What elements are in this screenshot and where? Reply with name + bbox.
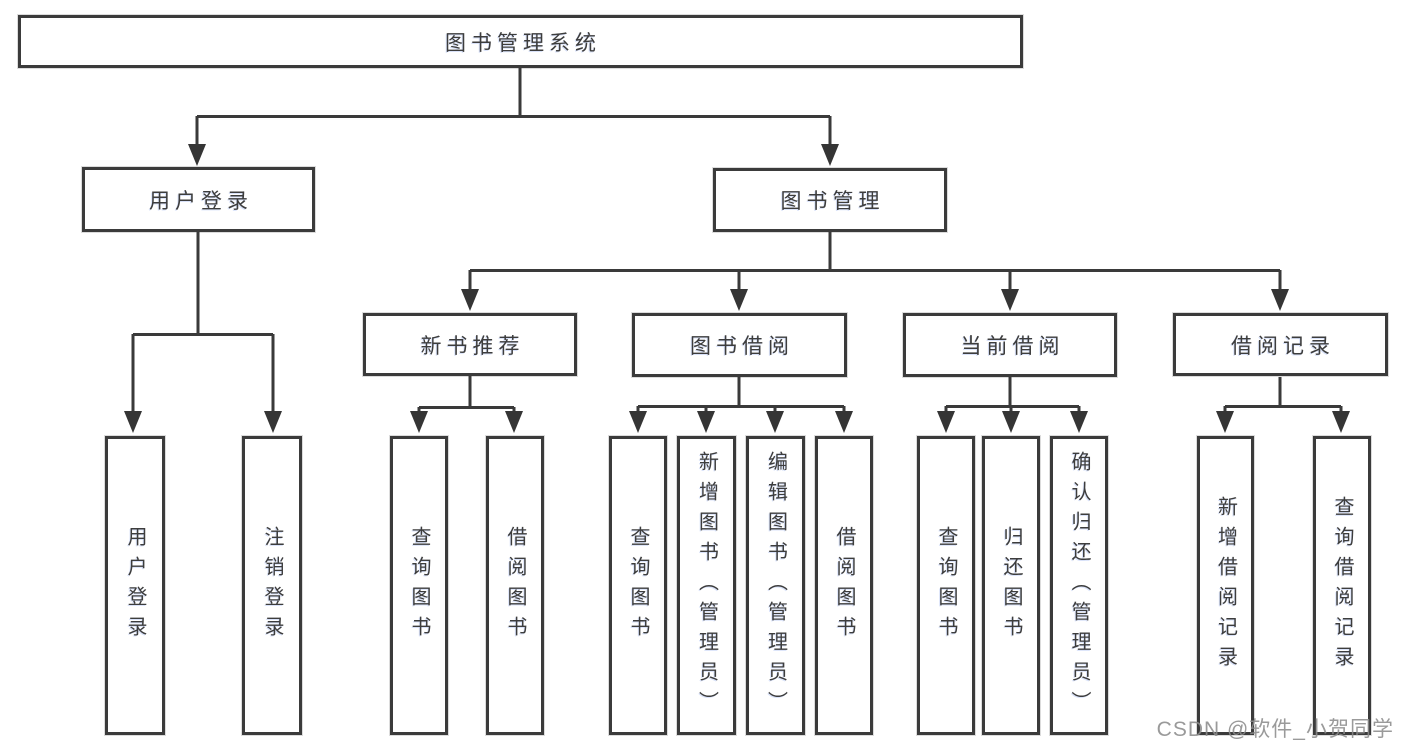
node-root: 图书管理系统 (18, 15, 1023, 68)
leaf-confirm-return-admin-label: 确认归还（管理员） (1068, 450, 1090, 721)
leaf-add-book-admin-label: 新增图书（管理员） (695, 450, 718, 721)
connector-borrow-records-children (1216, 377, 1350, 433)
arrowhead (1332, 411, 1350, 433)
leaf-borrow-books-2-label: 借阅图书 (833, 525, 855, 646)
leaf-edit-book-admin-label: 编辑图书（管理员） (764, 450, 787, 721)
connector-user-login-children (124, 232, 282, 433)
arrowhead (937, 411, 955, 433)
node-current-borrow-label: 当前借阅 (960, 335, 1065, 358)
node-new-book-rec-label: 新书推荐 (420, 334, 525, 358)
arrowhead (264, 411, 282, 433)
leaf-add-borrow-record: 新增借阅记录 (1197, 436, 1254, 735)
arrowhead (505, 411, 523, 433)
leaf-return-book-label: 归还图书 (1000, 525, 1022, 646)
leaf-user-login-label: 用户登录 (124, 525, 146, 646)
arrowhead (188, 144, 206, 166)
leaf-query-borrow-record-label: 查询借阅记录 (1331, 495, 1353, 676)
arrowhead (124, 411, 142, 433)
leaf-confirm-return-admin: 确认归还（管理员） (1050, 436, 1108, 735)
leaf-query-books-1-label: 查询图书 (408, 525, 430, 646)
node-current-borrow: 当前借阅 (903, 313, 1117, 377)
leaf-add-book-admin: 新增图书（管理员） (677, 436, 736, 735)
arrowhead (1271, 289, 1289, 311)
leaf-borrow-books-1-label: 借阅图书 (504, 525, 526, 646)
node-borrow-records: 借阅记录 (1173, 313, 1388, 376)
arrowhead (835, 411, 853, 433)
leaf-logout: 注销登录 (242, 436, 302, 735)
arrowhead (1001, 289, 1019, 311)
leaf-user-login: 用户登录 (105, 436, 165, 735)
node-book-borrow-label: 图书借阅 (690, 335, 794, 358)
leaf-borrow-books-2: 借阅图书 (815, 436, 873, 735)
leaf-query-books-2-label: 查询图书 (627, 525, 649, 646)
leaf-query-books-1: 查询图书 (390, 436, 448, 735)
arrowhead (410, 411, 428, 433)
leaf-borrow-books-1: 借阅图书 (486, 436, 544, 735)
arrowhead (730, 289, 748, 311)
watermark: CSDN @软件_小贺同学 (1156, 718, 1394, 741)
leaf-logout-label: 注销登录 (261, 525, 283, 646)
node-user-login: 用户登录 (82, 167, 315, 232)
leaf-query-books-3-label: 查询图书 (935, 525, 957, 646)
node-book-borrow: 图书借阅 (632, 313, 847, 377)
arrowhead (766, 411, 784, 433)
arrowhead (629, 411, 647, 433)
connector-new-book-rec-children (410, 376, 523, 433)
arrowhead (1002, 411, 1020, 433)
leaf-query-books-2: 查询图书 (609, 436, 667, 735)
connector-book-borrow-children (629, 377, 853, 433)
node-borrow-records-label: 借阅记录 (1231, 334, 1335, 358)
node-root-label: 图书管理系统 (445, 31, 601, 55)
node-book-mgmt-label: 图书管理 (780, 190, 885, 213)
node-user-login-label: 用户登录 (149, 189, 253, 213)
connector-book-mgmt-children (461, 232, 1289, 311)
arrowhead (821, 144, 839, 166)
leaf-edit-book-admin: 编辑图书（管理员） (746, 436, 805, 735)
connector-current-borrow-children (937, 377, 1088, 433)
leaf-query-borrow-record: 查询借阅记录 (1313, 436, 1371, 735)
leaf-add-borrow-record-label: 新增借阅记录 (1214, 495, 1237, 676)
arrowhead (697, 411, 715, 433)
leaf-return-book: 归还图书 (982, 436, 1040, 735)
connector-root-to-level2 (188, 68, 839, 166)
leaf-query-books-3: 查询图书 (917, 436, 975, 735)
node-book-mgmt: 图书管理 (713, 168, 947, 232)
arrowhead (1070, 411, 1088, 433)
arrowhead (461, 289, 479, 311)
node-new-book-rec: 新书推荐 (363, 313, 577, 376)
arrowhead (1216, 411, 1234, 433)
